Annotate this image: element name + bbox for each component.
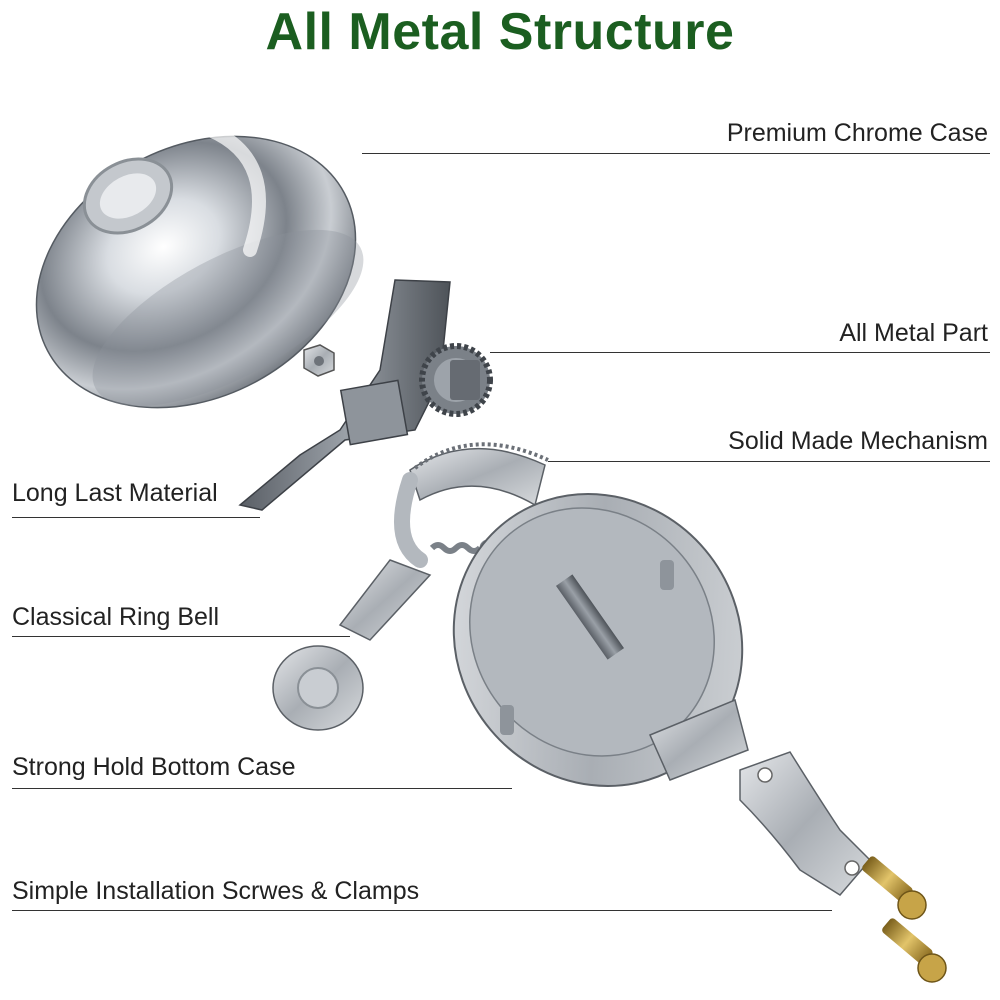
bottom-case bbox=[452, 493, 749, 787]
brass-screws bbox=[862, 856, 947, 983]
label-classical-ring-bell: Classical Ring Bell bbox=[12, 603, 220, 631]
chrome-dome-case bbox=[35, 123, 364, 409]
leader-line bbox=[362, 153, 990, 154]
leader-line bbox=[490, 352, 990, 353]
leader-line bbox=[548, 461, 990, 462]
small-gear bbox=[419, 343, 493, 417]
leader-line bbox=[12, 788, 512, 789]
label-strong-hold-bottom-case: Strong Hold Bottom Case bbox=[12, 753, 296, 781]
mounting-clamp bbox=[739, 751, 872, 896]
label-premium-chrome-case: Premium Chrome Case bbox=[726, 119, 988, 147]
leader-line bbox=[12, 517, 260, 518]
label-solid-made-mechanism: Solid Made Mechanism bbox=[728, 427, 988, 455]
small-spring bbox=[429, 542, 483, 554]
label-all-metal-part: All Metal Part bbox=[839, 319, 988, 347]
toothed-arc-hammer bbox=[394, 442, 549, 568]
ring-bell-striker bbox=[272, 559, 432, 731]
label-long-last-material: Long Last Material bbox=[12, 479, 218, 507]
leader-line bbox=[12, 910, 832, 911]
leader-line bbox=[12, 636, 350, 637]
page-title: All Metal Structure bbox=[265, 3, 735, 61]
label-simple-installation: Simple Installation Scrwes & Clamps bbox=[12, 877, 420, 905]
